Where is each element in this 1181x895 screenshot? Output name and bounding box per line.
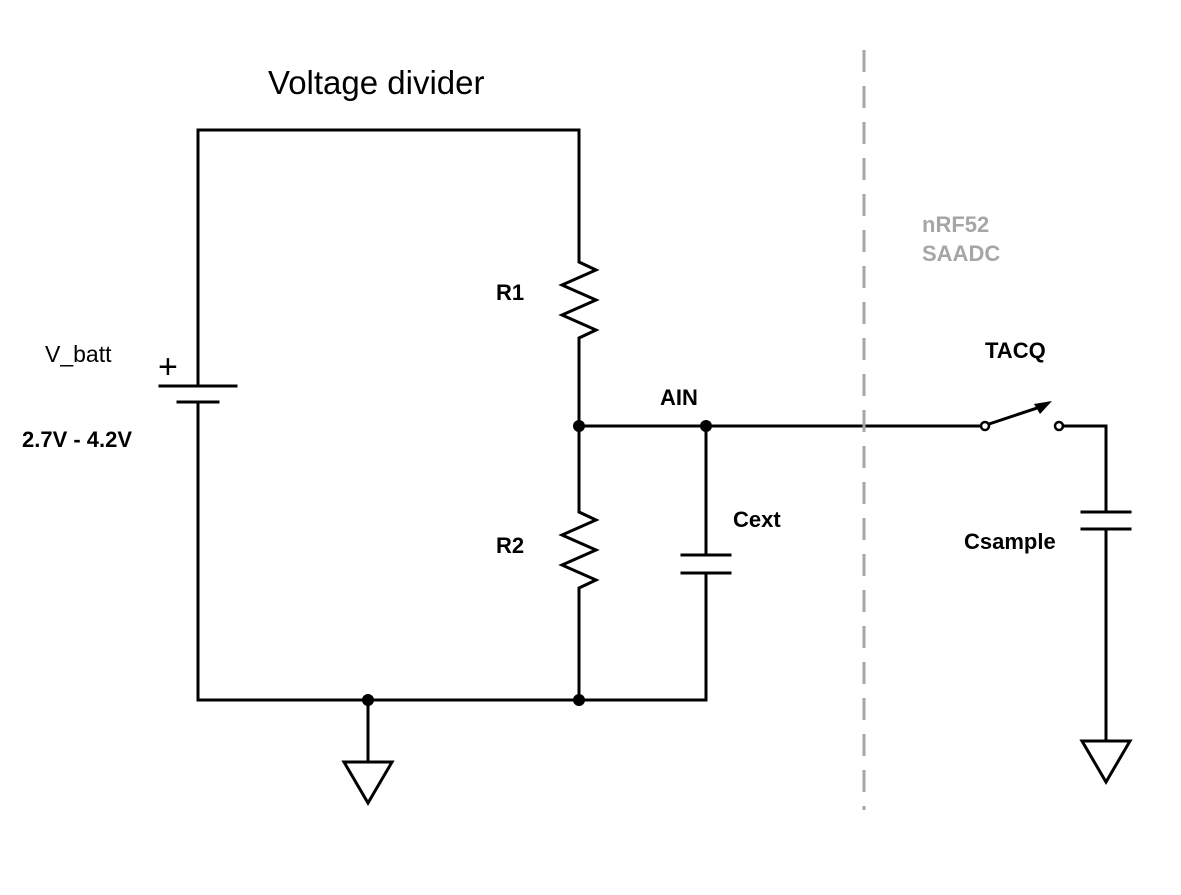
ain-label: AIN	[660, 385, 698, 410]
ground-symbol-right	[1079, 739, 1133, 785]
bottom-wire	[196, 400, 708, 702]
battery-voltage-range: 2.7V - 4.2V	[22, 427, 132, 452]
r2-label: R2	[496, 533, 524, 558]
junction-dot-ain	[700, 420, 712, 432]
capacitor-csample	[1080, 510, 1132, 531]
tacq-switch	[979, 401, 1065, 432]
chip-name: nRF52	[922, 212, 989, 237]
junction-dot-r1-r2	[573, 420, 585, 432]
tacq-label: TACQ	[985, 338, 1046, 363]
capacitor-cext	[680, 424, 732, 575]
top-wire	[196, 128, 581, 234]
battery-plus-sign: +	[158, 348, 178, 386]
csample-wire-top	[1061, 424, 1108, 514]
ground-symbol-left	[341, 698, 395, 806]
chip-peripheral: SAADC	[922, 241, 1000, 266]
diagram-title: Voltage divider	[268, 64, 484, 101]
r1-label: R1	[496, 280, 524, 305]
battery-label: V_batt	[45, 341, 112, 367]
switch-arrow-icon	[1034, 401, 1052, 414]
resistor-r1	[558, 230, 600, 428]
csample-label: Csample	[964, 529, 1056, 554]
cext-label: Cext	[733, 507, 781, 532]
resistor-r2	[558, 424, 600, 702]
junction-dot-bottom	[573, 694, 585, 706]
battery-symbol	[158, 356, 238, 404]
